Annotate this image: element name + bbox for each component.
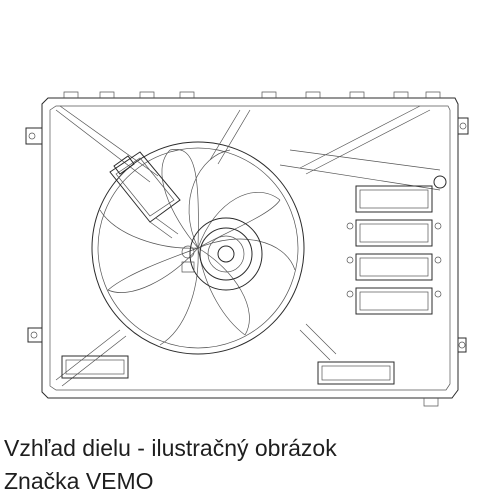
caption-illustrative: Vzhľad dielu - ilustračný obrázok [4,435,337,461]
fan-ring [91,141,305,355]
shroud-frame [25,91,469,407]
frame-struts [55,105,441,387]
motor-hub [181,217,263,291]
fan-assembly-drawing [25,91,469,407]
shroud-flaps [61,175,447,385]
caption-brand: Značka VEMO [4,468,154,494]
control-module [109,151,181,239]
fan-blades [99,149,296,346]
